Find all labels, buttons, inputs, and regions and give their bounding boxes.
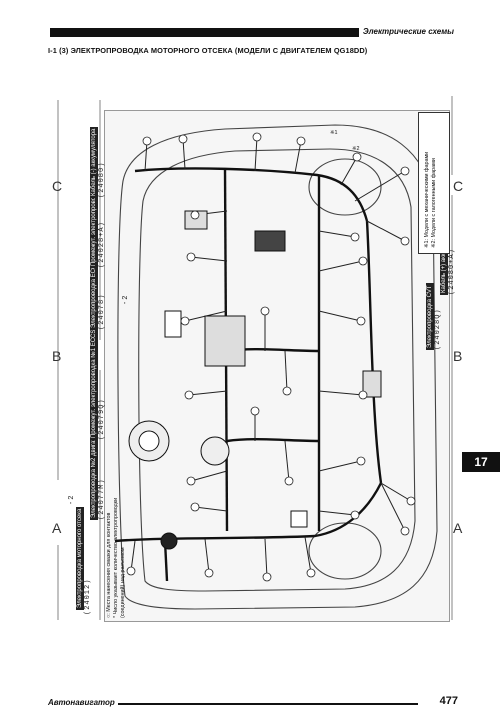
legend-right: ※1: Модели с механическими фарами ※2: Мо…	[424, 151, 437, 248]
wiring-diagram-canvas	[114, 124, 438, 610]
axis-c-bottom: C	[453, 178, 464, 194]
chapter-tab: 17	[462, 452, 500, 472]
code-cvt: (24028Q)	[434, 308, 442, 350]
code-eccs: (24078)	[98, 293, 106, 330]
axis-b-top: B	[52, 348, 62, 364]
axis-c-top: C	[52, 178, 63, 194]
legend-left: ○: Места нанесения смазки для контактов …	[106, 497, 126, 618]
code-battery-minus: (24080)	[98, 161, 106, 198]
code-engine-harness: (24012)	[84, 578, 92, 615]
mark-1: ※1	[330, 130, 338, 136]
footer-rule	[118, 703, 418, 705]
num-engine-harness-2: -2	[68, 494, 76, 505]
mark-2: ※2	[352, 146, 360, 152]
axis-a-top: A	[52, 520, 62, 536]
publisher-name: Автонавигатор	[48, 698, 115, 707]
legend-right-box	[418, 112, 450, 254]
page-number: 477	[439, 695, 458, 707]
axis-a-bottom: A	[453, 520, 463, 536]
header-bar	[50, 28, 458, 37]
code-eccs-sub-2: (24028+A)	[98, 221, 106, 268]
code-battery-plus: (24080+A)	[448, 248, 456, 295]
section-title: Электрические схемы	[358, 26, 458, 38]
wiring-diagram	[104, 110, 450, 622]
num-eccs: -2	[122, 294, 130, 305]
page-title: I-1 (3) ЭЛЕКТРОПРОВОДКА МОТОРНОГО ОТСЕКА…	[48, 46, 368, 55]
axis-b-bottom: B	[453, 348, 463, 364]
code-eccs-sub-1: (24079Q)	[98, 398, 106, 440]
